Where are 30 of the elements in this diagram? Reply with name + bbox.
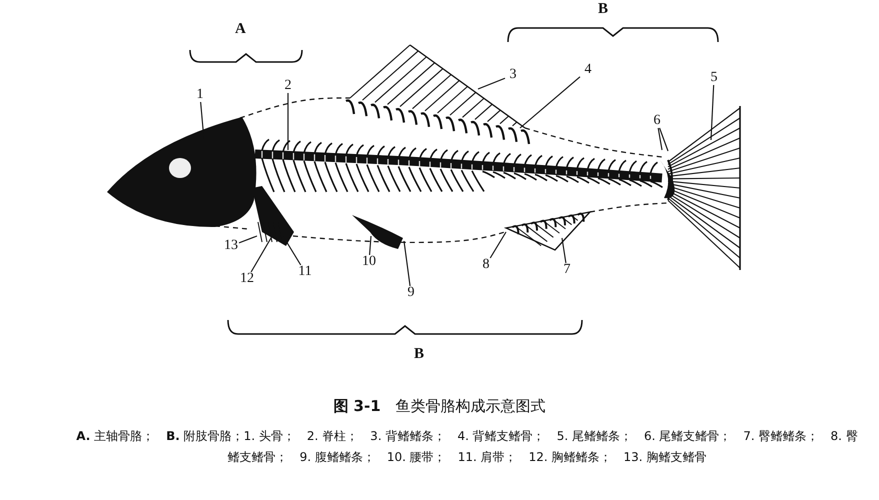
callout-number: 5 (706, 71, 722, 85)
callout-number: 3 (505, 68, 521, 82)
callout-number: 11 (297, 265, 313, 279)
brace-letter: B (598, 2, 608, 17)
leader-line (238, 235, 258, 244)
callout-number: 10 (361, 255, 377, 269)
figure-caption: A. 主轴骨胳； B. 附肢骨胳；1. 头骨； 2. 脊柱； 3. 背鳍鳍条； 4. 背鳍支鳍骨； 5. 尾鳍鳍条； 6. 尾鳍支鳍骨； 7. 臀鳍鳍条； 8. 臀鳍支鳍骨； 9. 腹鳍鳍条； 10. 腰带； 11. 肩带； 12. 胸鳍鳍条； 13. 胸鳍支鳍骨 (75, 428, 859, 466)
callout-number: 13 (223, 239, 239, 253)
callout-number: 12 (239, 272, 255, 286)
leader-line (478, 78, 506, 90)
leader-line (403, 240, 411, 286)
callout-number: 4 (580, 63, 596, 77)
callout-number: 8 (478, 258, 494, 272)
leader-line (250, 238, 272, 272)
leader-line (561, 238, 566, 264)
callout-number: 9 (403, 286, 419, 300)
leader-line (710, 84, 714, 140)
leader-line (520, 76, 580, 128)
leader-line (490, 232, 506, 258)
callout-number: 1 (192, 88, 208, 102)
brace-letter: B (414, 347, 424, 362)
callout-number: 7 (559, 263, 575, 277)
callout-number: 2 (280, 79, 296, 93)
figure-title: 图 3-1 鱼类骨胳构成示意图式 (332, 397, 547, 416)
leader-line (658, 128, 663, 150)
brace-letter: A (235, 22, 246, 37)
callout-number: 6 (649, 114, 665, 128)
leader-line (659, 128, 669, 152)
leader-line (369, 236, 372, 256)
leader-line (287, 93, 289, 150)
